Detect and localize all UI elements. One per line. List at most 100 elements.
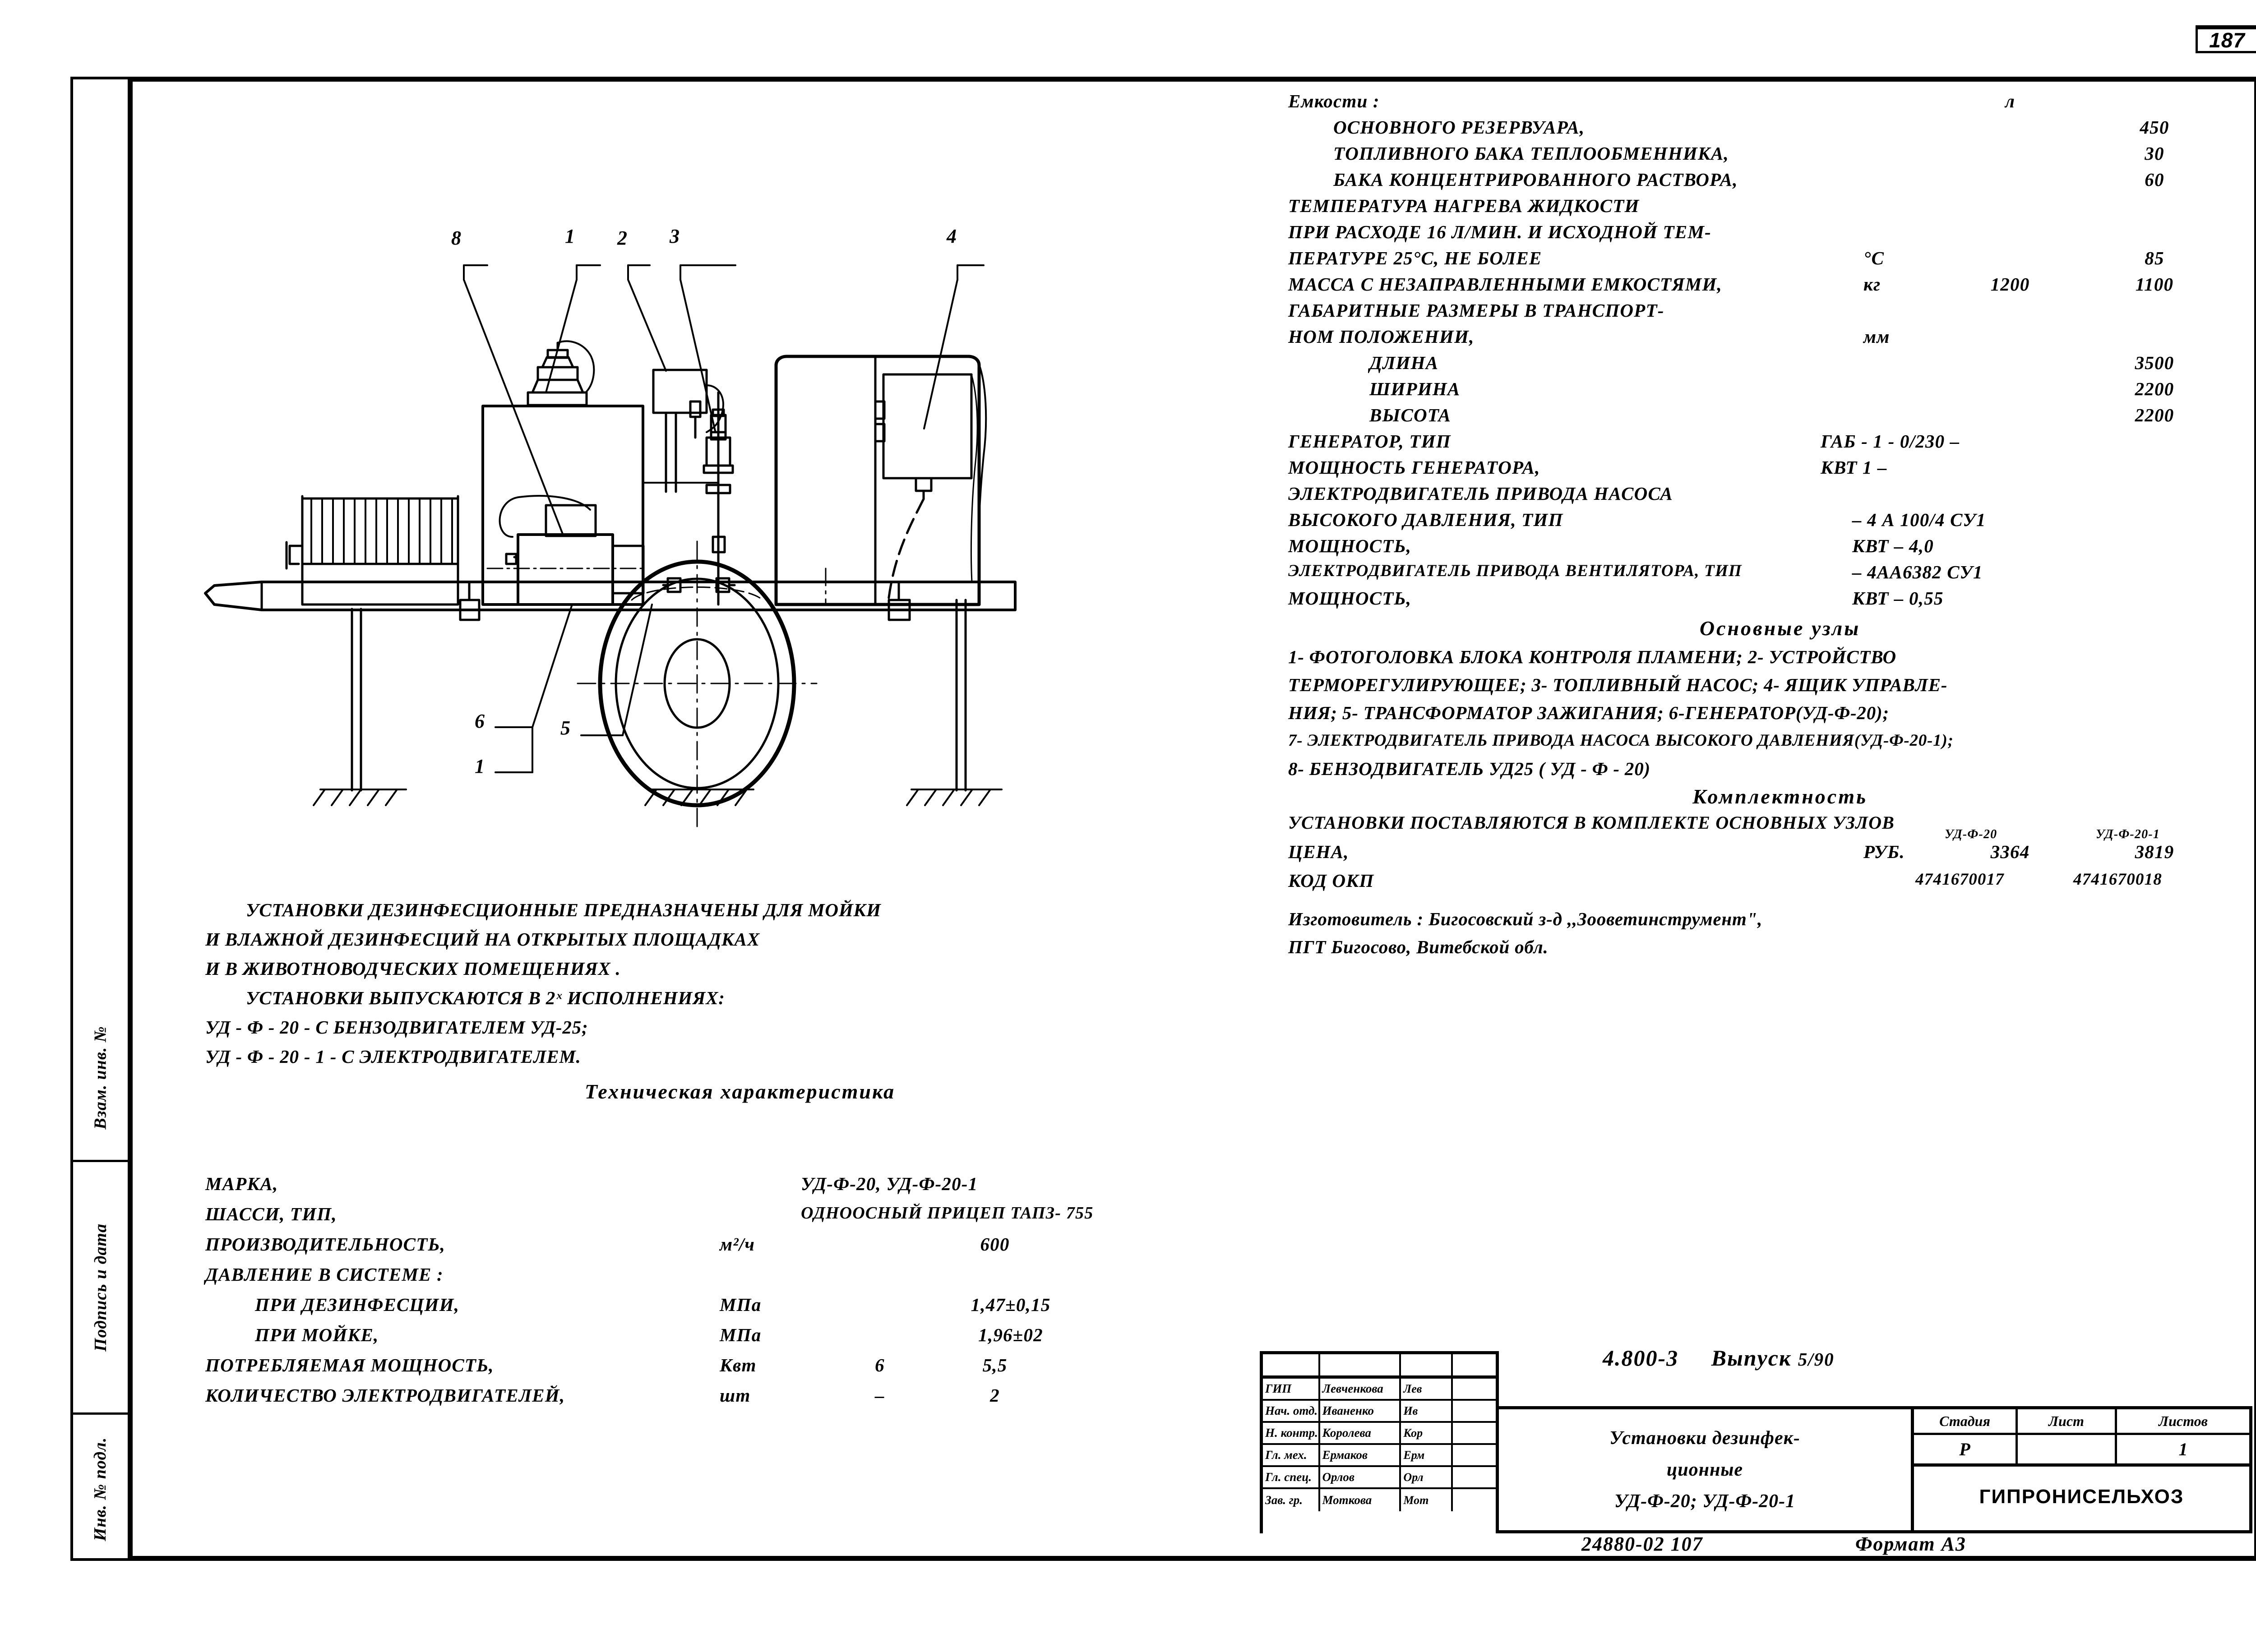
tech-value-1: – bbox=[875, 1385, 885, 1406]
tech-label: Количество электродвигателей, bbox=[205, 1385, 565, 1406]
spec-label: Габаритные размеры в транспорт- bbox=[1288, 300, 1664, 321]
node-line: терморегулирующее; 3- топливный насос; 4… bbox=[1288, 674, 1948, 695]
spec-row-generator: Генератор, тип ГАБ - 1 - 0/230 – bbox=[1288, 430, 2245, 457]
table-row: Зав. гр. Моткова Мот bbox=[1263, 1489, 1496, 1511]
callout-3: 3 bbox=[670, 225, 680, 247]
sig-name: Моткова bbox=[1320, 1489, 1401, 1511]
spec-row: основного резервуара, 450 bbox=[1288, 116, 2245, 143]
format-label: Формат А3 bbox=[1855, 1533, 1966, 1555]
tech-value-2: 600 bbox=[980, 1234, 1010, 1255]
spec-unit: кг bbox=[1863, 274, 1881, 295]
tech-label: при мойке, bbox=[255, 1324, 379, 1345]
spec-row: ном положении, мм bbox=[1288, 326, 2245, 352]
spec-value-2: 85 bbox=[2145, 248, 2164, 268]
table-row: Гл. спец. Орлов Орл bbox=[1263, 1467, 1496, 1489]
tech-label: Давление в системе : bbox=[205, 1264, 444, 1285]
tech-label: Производительность, bbox=[205, 1234, 446, 1255]
spec-label: длина bbox=[1369, 352, 1439, 373]
spec-row: Масса с незаправленными емкостями, кг 12… bbox=[1288, 273, 2245, 300]
sig-role: Гл. мех. bbox=[1263, 1445, 1320, 1465]
spec-value-2: 3500 bbox=[2135, 352, 2174, 373]
issue-label: Выпуск bbox=[1711, 1345, 1792, 1371]
machine-assembly-illustration: 8 1 2 3 4 6 1 5 bbox=[171, 149, 1263, 835]
tech-row: Потребляемая мощность, Квт 6 5,5 bbox=[205, 1354, 1270, 1384]
document-code: 4.800-3 bbox=[1603, 1345, 1679, 1371]
drawing-title-line: ционные bbox=[1666, 1459, 1743, 1480]
spec-label: ширина bbox=[1369, 378, 1461, 399]
tech-value-2: 2 bbox=[990, 1385, 1000, 1406]
spec-value-2: 1100 bbox=[2135, 274, 2174, 295]
spec-value-2: 30 bbox=[2145, 143, 2164, 164]
signature-table: ГИП Левченкова Лев Нач. отд. Иваненко Ив… bbox=[1260, 1351, 1499, 1533]
spec-value-2: 450 bbox=[2140, 117, 2169, 138]
callout-4: 4 bbox=[947, 225, 957, 247]
margin-strip: Выпуск 5/90 Взам. инв. № Подпись и дата … bbox=[70, 77, 167, 1564]
sig-role: Нач. отд. bbox=[1263, 1401, 1320, 1421]
sig-name: Орлов bbox=[1320, 1467, 1401, 1487]
margin-cell-inv-podl: Инв. № подл. bbox=[73, 1415, 128, 1564]
okp-label: Код ОКП bbox=[1288, 870, 1374, 891]
capacity-label: Емкости : bbox=[1288, 91, 1380, 111]
table-row-header bbox=[1263, 1354, 1496, 1379]
sig-name: Королева bbox=[1320, 1423, 1401, 1443]
spec-unit: мм bbox=[1863, 326, 1890, 347]
page-number: 187 bbox=[2209, 28, 2245, 52]
spec-value-wide: квт – 0,55 bbox=[1852, 588, 1944, 609]
spec-row-fan-motor-type: Электродвигатель привода вентилятора, ти… bbox=[1288, 561, 2245, 587]
tech-unit: МПа bbox=[720, 1294, 762, 1315]
spec-label: при расходе 16 л/мин. и исходной тем- bbox=[1288, 221, 1711, 242]
tech-value-1: 6 bbox=[875, 1355, 885, 1375]
spec-label: Масса с незаправленными емкостями, bbox=[1288, 274, 1722, 295]
spec-row: пературе 25°С, не более °С 85 bbox=[1288, 247, 2245, 273]
tech-row: Давление в системе : bbox=[205, 1264, 1270, 1294]
table-row: Гл. мех. Ермаков Ерм bbox=[1263, 1445, 1496, 1467]
description-line: и влажной дезинфесций на открытых площад… bbox=[205, 929, 760, 950]
sig-date bbox=[1453, 1401, 1496, 1421]
spec-label: основного резервуара, bbox=[1333, 117, 1585, 138]
tech-value: одноосный прицеп ТАПЗ- 755 bbox=[801, 1204, 1094, 1223]
organization-name: ГИПРОНИСЕЛЬХОЗ bbox=[1979, 1486, 2184, 1508]
tech-label: Потребляемая мощность, bbox=[205, 1355, 494, 1375]
main-nodes-heading: Основные узлы bbox=[1699, 617, 1861, 640]
stage-header-list: Лист bbox=[2018, 1409, 2117, 1433]
node-line: ния; 5- трансформатор зажигания; 6-генер… bbox=[1288, 702, 1889, 723]
spec-label: Генератор, тип bbox=[1288, 431, 1451, 452]
spec-value-wide: квт – 4,0 bbox=[1852, 535, 1934, 556]
sig-role: Зав. гр. bbox=[1263, 1489, 1320, 1511]
tech-row: при дезинфесции, МПа 1,47±0,15 bbox=[205, 1294, 1270, 1324]
node-line: 8- бензодвигатель УД25 ( УД - Ф - 20) bbox=[1288, 758, 1650, 779]
tech-value-2: 1,96±02 bbox=[978, 1324, 1043, 1345]
spec-value-wide: – 4АА6382 СУ1 bbox=[1852, 562, 1983, 582]
sig-signature: Кор bbox=[1401, 1423, 1453, 1443]
sig-role: Н. контр. bbox=[1263, 1423, 1320, 1443]
sig-date bbox=[1453, 1467, 1496, 1487]
spec-row-generator-power: Мощность генератора, квт 1 – bbox=[1288, 457, 2245, 483]
sig-date bbox=[1453, 1379, 1496, 1399]
spec-row-fan-motor-power: Мощность, квт – 0,55 bbox=[1288, 587, 2245, 614]
price-row: Цена, руб. 3364 3819 bbox=[1288, 841, 2245, 870]
margin-label-podpis-data: Подпись и дата bbox=[91, 1223, 110, 1352]
spec-row: при расходе 16 л/мин. и исходной тем- bbox=[1288, 221, 2245, 247]
description-line: Установки дезинфесционные предназначены … bbox=[246, 900, 881, 920]
callout-2: 2 bbox=[617, 227, 627, 249]
tech-label: при дезинфесции, bbox=[255, 1294, 460, 1315]
tech-unit: м²/ч bbox=[720, 1234, 755, 1255]
sig-date bbox=[1453, 1489, 1496, 1511]
title-block: 4.800-3 Выпуск 5/90 ГИП Левченкова Лев Н… bbox=[1260, 1345, 2252, 1555]
document-code-line: 4.800-3 Выпуск 5/90 bbox=[1603, 1345, 1835, 1371]
spec-row: ширина 2200 bbox=[1288, 378, 2245, 404]
spec-label: Мощность, bbox=[1288, 588, 1412, 609]
table-row: Н. контр. Королева Кор bbox=[1263, 1423, 1496, 1445]
callout-8: 8 bbox=[451, 227, 461, 249]
spec-value-2: 2200 bbox=[2135, 378, 2174, 399]
spec-capacity-header: Емкости : л bbox=[1288, 90, 2245, 116]
sig-name bbox=[1320, 1354, 1401, 1375]
tech-characteristics-table: Марка, УД-Ф-20, УД-Ф-20-1 Шасси, тип, од… bbox=[205, 1173, 1270, 1415]
callout-1-low: 1 bbox=[475, 755, 485, 777]
stage-header-stadiya: Стадия bbox=[1914, 1409, 2018, 1433]
spec-label: Электродвигатель привода насоса bbox=[1288, 483, 1673, 504]
capacity-unit: л bbox=[2005, 91, 2016, 111]
spec-label: высота bbox=[1369, 405, 1452, 425]
tech-row: Производительность, м²/ч 600 bbox=[205, 1233, 1270, 1264]
